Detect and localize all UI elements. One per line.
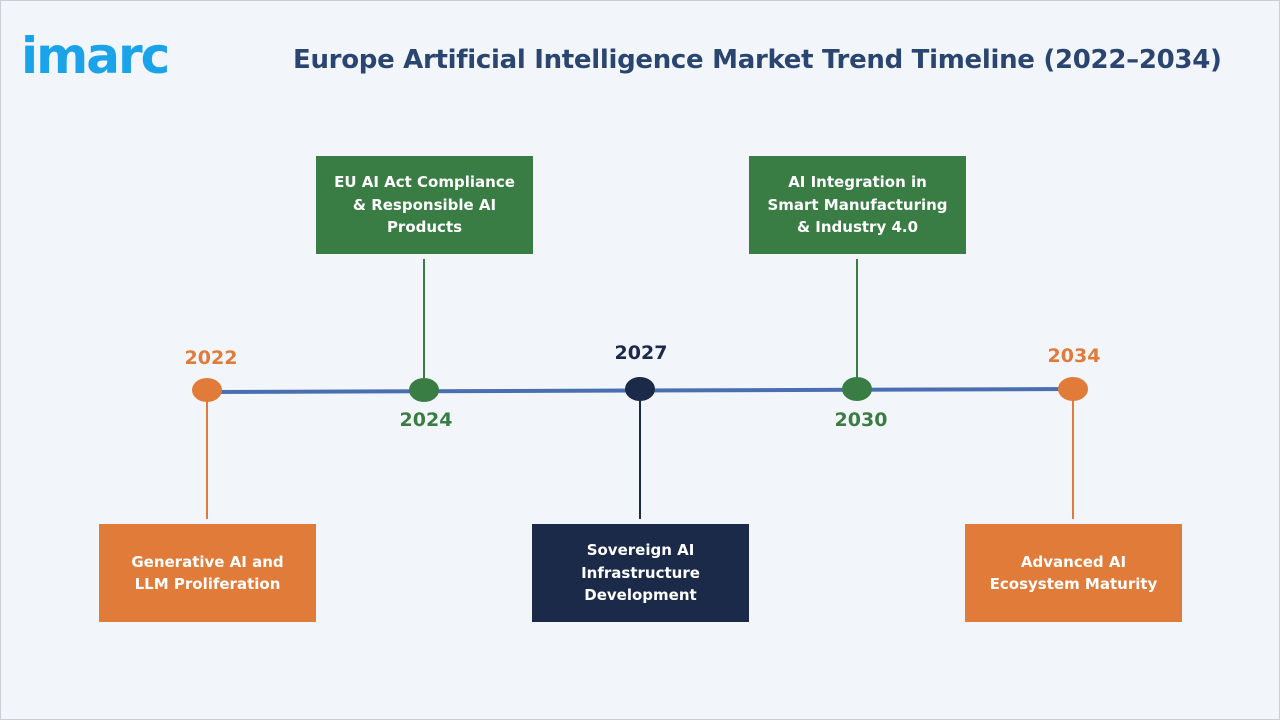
node-2027: [625, 377, 655, 401]
milestone-box-2027: Sovereign AI Infrastructure Development: [532, 524, 749, 622]
node-2030: [842, 377, 872, 401]
node-2022: [192, 378, 222, 402]
year-label-2022: 2022: [184, 347, 238, 369]
imarc-logo: imarc: [21, 27, 170, 85]
milestone-box-2024: EU AI Act Compliance & Responsible AI Pr…: [316, 156, 533, 254]
node-2024: [409, 378, 439, 402]
milestone-box-2030: AI Integration in Smart Manufacturing & …: [749, 156, 966, 254]
milestone-box-2034: Advanced AI Ecosystem Maturity: [965, 524, 1182, 622]
milestone-box-2022: Generative AI and LLM Proliferation: [99, 524, 316, 622]
year-label-2030: 2030: [834, 409, 888, 431]
year-label-2034: 2034: [1047, 345, 1101, 367]
year-label-2024: 2024: [399, 409, 453, 431]
year-label-2027: 2027: [614, 342, 668, 364]
node-2034: [1058, 377, 1088, 401]
page-title: Europe Artificial Intelligence Market Tr…: [293, 45, 1222, 75]
